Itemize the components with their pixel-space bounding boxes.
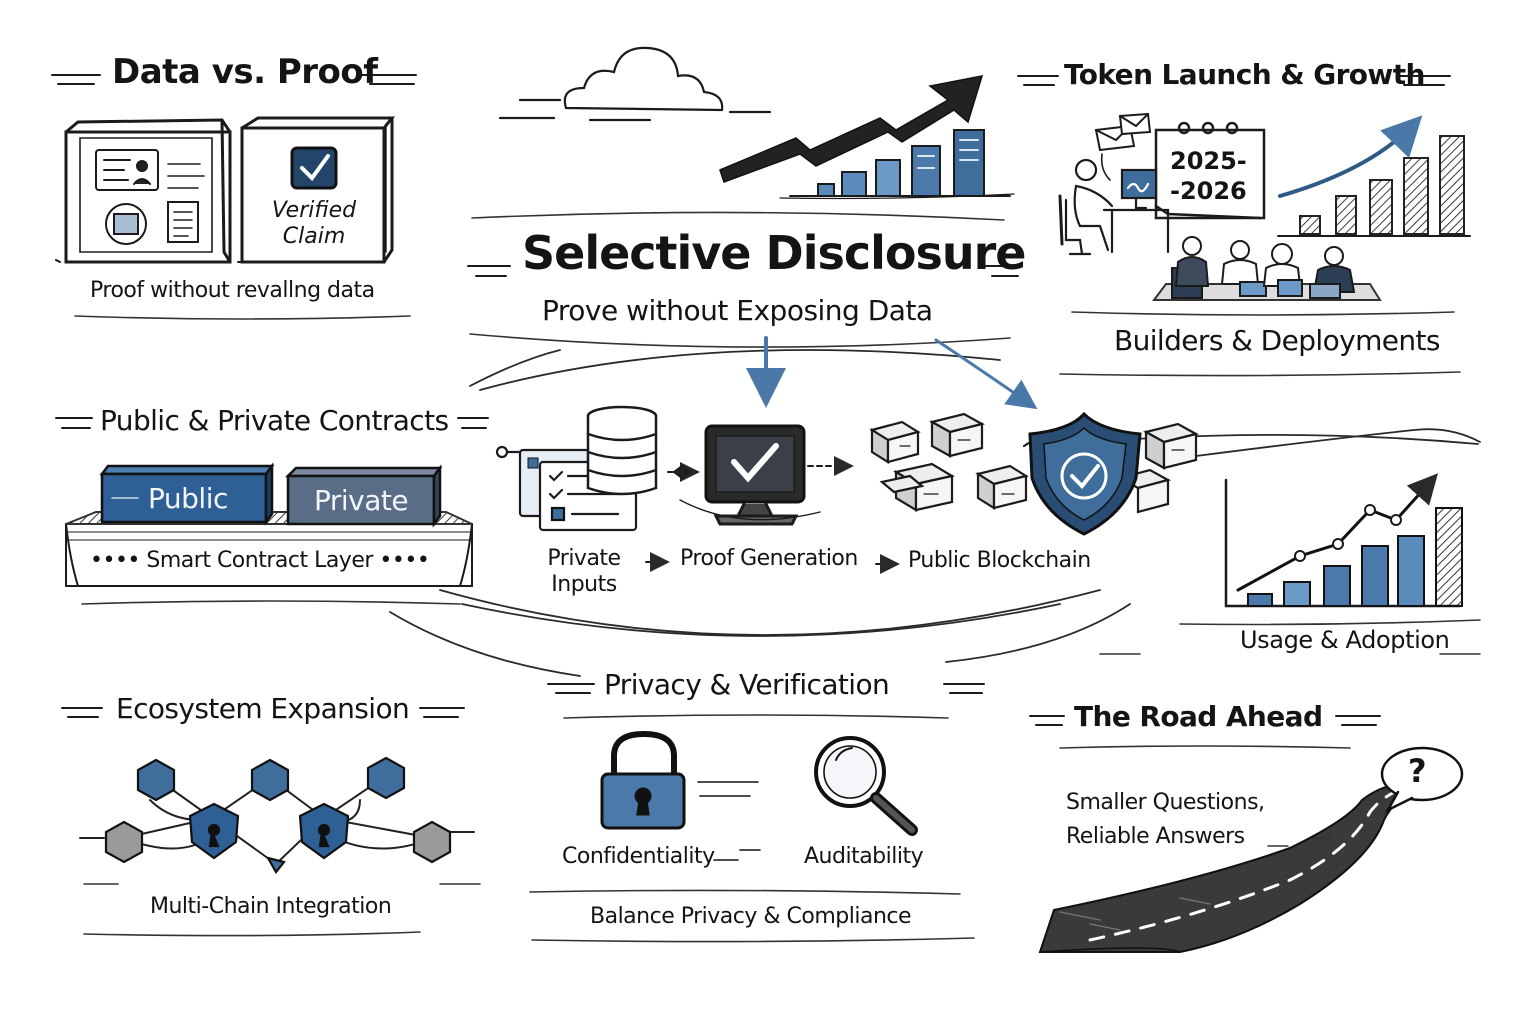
- privacy-caption: Balance Privacy & Compliance: [590, 904, 912, 929]
- team-group: [1152, 236, 1382, 301]
- confidentiality-label: Confidentiality: [562, 844, 715, 869]
- page-title: Selective Disclosure: [522, 226, 1026, 280]
- road-ahead-tagline: Smaller Questions, Reliable Answers: [1066, 790, 1265, 849]
- shield-check-icon: [1028, 411, 1142, 536]
- cloud-icon: [498, 46, 772, 122]
- growth-bars: [779, 129, 1015, 200]
- public-contract-label: Public: [148, 482, 228, 515]
- page-subtitle: Prove without Exposing Data: [542, 294, 933, 327]
- ecosystem-heading: Ecosystem Expansion: [116, 692, 410, 725]
- token-launch-heading: Token Launch & Growth: [1064, 58, 1425, 91]
- public-contract-button: [99, 462, 275, 526]
- auditability-label: Auditability: [804, 844, 924, 869]
- monitor-check-icon: [679, 424, 821, 526]
- builders-deployments-caption: Builders & Deployments: [1114, 324, 1441, 357]
- verified-claim-box: [240, 116, 396, 264]
- envelope-icon: [1094, 112, 1152, 181]
- ecosystem-caption: Multi-Chain Integration: [150, 894, 392, 919]
- road-ahead-heading: The Road Ahead: [1074, 700, 1323, 733]
- usage-adoption-caption: Usage & Adoption: [1240, 626, 1450, 654]
- heading-dashes: [51, 74, 1451, 726]
- private-contract-label: Private: [314, 484, 409, 517]
- flow-arrows: [645, 336, 1038, 574]
- question-mark-label: ?: [1408, 752, 1427, 790]
- private-contract-button: [284, 464, 443, 528]
- contracts-heading: Public & Private Contracts: [100, 404, 449, 437]
- private-inputs-label: Private Inputs: [547, 546, 621, 597]
- smart-contract-layer-label: •••• Smart Contract Layer ••••: [90, 548, 430, 573]
- privacy-heading: Privacy & Verification: [604, 668, 890, 701]
- calendar-board: [1154, 121, 1266, 220]
- calendar-year-label: 2025- -2026: [1170, 147, 1247, 205]
- question-bubble-icon: [1380, 746, 1464, 813]
- network-nodes: [104, 756, 452, 874]
- usage-adoption-chart: [1224, 473, 1463, 608]
- token-growth-chart: [1277, 115, 1471, 237]
- growth-arrow-icon: [719, 75, 984, 183]
- underlines: [74, 211, 1481, 943]
- swoosh-curves: [389, 349, 1481, 677]
- id-card-icon: [95, 149, 205, 245]
- public-blockchain-label: Public Blockchain: [908, 548, 1091, 573]
- data-vs-proof-caption: Proof without revallng data: [90, 278, 375, 303]
- padlock-icon: [600, 730, 759, 830]
- person-at-desk: [1058, 158, 1170, 256]
- verified-claim-label: Verified Claim: [271, 198, 357, 249]
- magnifier-icon: [713, 736, 918, 861]
- proof-generation-label: Proof Generation: [680, 546, 858, 571]
- data-vs-proof-heading: Data vs. Proof: [112, 52, 378, 92]
- database-icon: [586, 405, 658, 496]
